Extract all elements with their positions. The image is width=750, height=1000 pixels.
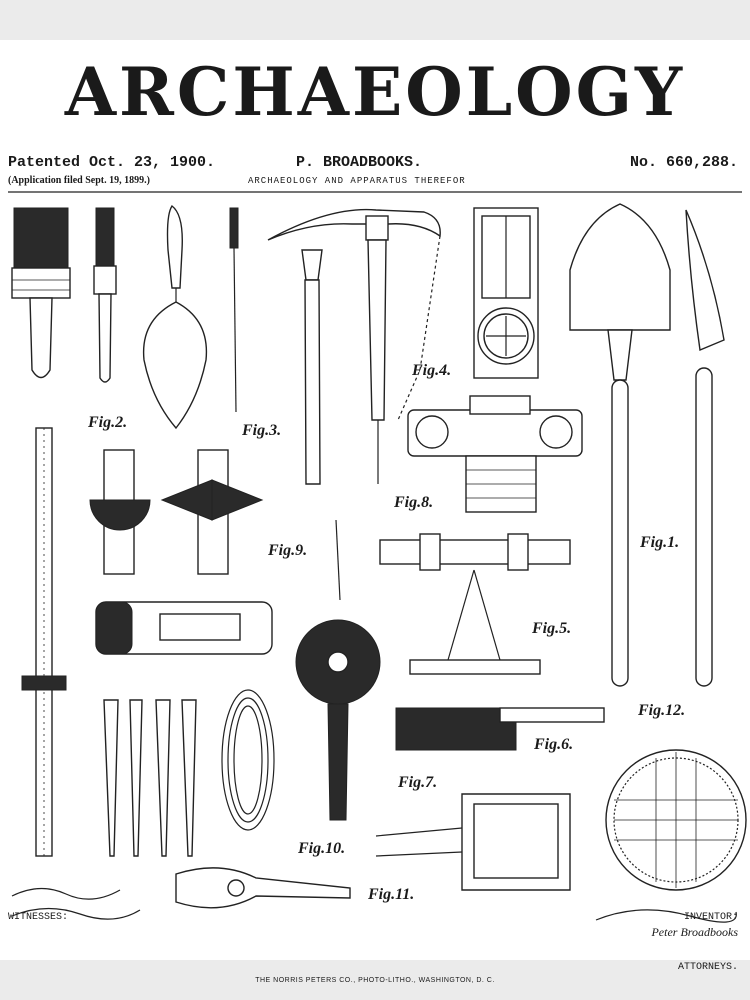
- witnesses-label: WITNESSES:: [8, 912, 69, 923]
- camera-icon: [407, 395, 583, 513]
- wide-brush-icon: [11, 207, 71, 379]
- fig-6-label: Fig.6.: [534, 736, 574, 753]
- fig-7-label: Fig.7.: [398, 774, 438, 791]
- shovel-icon: [569, 203, 671, 687]
- shears-icon: [175, 867, 351, 909]
- pickaxe-icon: [267, 208, 441, 484]
- fig-3-label: Fig.3.: [242, 422, 282, 439]
- chisel-icon: [301, 249, 323, 485]
- inventor-signature: Peter Broadbooks: [651, 925, 738, 939]
- top-border: [0, 0, 750, 40]
- rope-coil-icon: [221, 689, 275, 831]
- attorneys-label: ATTORNEYS.: [677, 962, 738, 973]
- fig-1-label: Fig.1.: [640, 534, 680, 551]
- surveyor-level-icon: [379, 533, 571, 675]
- patented-date: Patented Oct. 23, 1900.: [8, 154, 216, 171]
- probe-brush-icon: [229, 207, 239, 413]
- stakes-icon: [103, 699, 197, 857]
- inventor-label: INVENTOR:: [683, 912, 738, 923]
- patent-poster: ARCHAEOLOGY Patented Oct. 23, 1900. (App…: [0, 40, 750, 984]
- narrow-brush-icon: [93, 207, 117, 383]
- bottom-border: [0, 960, 750, 1000]
- dustpan-icon: [375, 793, 571, 891]
- fig-2-label: Fig.2.: [88, 414, 128, 431]
- fig-9-label: Fig.9.: [268, 542, 308, 559]
- witness-signature-2: [11, 907, 141, 920]
- wire-brush-icon: [395, 707, 605, 751]
- measuring-rod-icon: [21, 427, 67, 857]
- attorney-signature: [595, 909, 737, 923]
- printer-credit: THE NORRIS PETERS CO., PHOTO-LITHO., WAS…: [255, 977, 495, 984]
- gauge-icon: [89, 449, 264, 575]
- patent-number: No. 660,288.: [629, 154, 738, 171]
- inventor-name: P. BROADBOOKS.: [296, 154, 423, 171]
- fig-4-label: Fig.4.: [412, 362, 452, 379]
- spade-icon: [685, 209, 725, 687]
- witness-signature-1: [11, 887, 121, 900]
- fig-12-label: Fig.12.: [638, 702, 686, 719]
- poster-title: ARCHAEOLOGY: [64, 53, 686, 131]
- application-filed-date: (Application filed Sept. 19, 1899.): [8, 175, 150, 186]
- fig-8-label: Fig.8.: [394, 494, 434, 511]
- patent-drawings: [8, 191, 747, 923]
- fig-5-label: Fig.5.: [532, 620, 572, 637]
- tape-measure-icon: [295, 519, 381, 821]
- fig-11-label: Fig.11.: [368, 886, 415, 903]
- sieve-icon: [605, 749, 747, 891]
- compass-icon: [473, 207, 539, 379]
- trowel-icon: [142, 204, 208, 430]
- flashlight-icon: [95, 601, 273, 655]
- fig-10-label: Fig.10.: [298, 840, 346, 857]
- patent-subtitle: ARCHAEOLOGY AND APPARATUS THEREFOR: [248, 176, 466, 186]
